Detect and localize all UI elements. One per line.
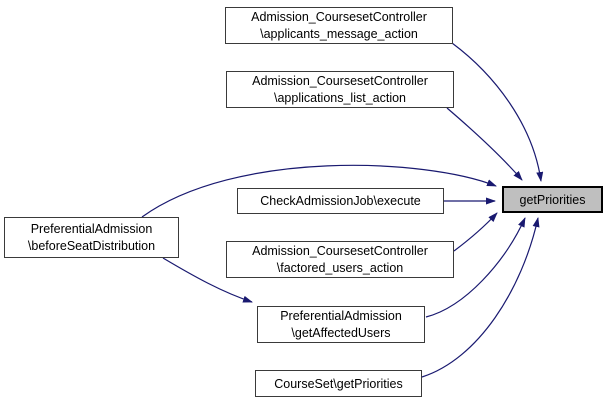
node-label-line: Admission_CoursesetController xyxy=(252,243,428,258)
node-get-priorities-highlighted: getPriorities xyxy=(502,186,603,213)
node-label-line: \beforeSeatDistribution xyxy=(27,238,156,253)
node-label-line: Admission_CoursesetController xyxy=(251,9,427,24)
edge-beforeseat-to-getpriorities xyxy=(141,164,497,218)
node-applicants-message-action[interactable]: Admission_CoursesetController \applicant… xyxy=(225,7,453,44)
edge-beforeseat-to-getaffectedusers xyxy=(162,257,253,303)
node-check-admission-job-execute[interactable]: CheckAdmissionJob\execute xyxy=(237,188,444,214)
node-label-line: CourseSet\getPriorities xyxy=(274,376,403,391)
node-label-line: PreferentialAdmission xyxy=(30,221,153,236)
node-label-line: PreferentialAdmission xyxy=(280,308,402,323)
node-courseset-get-priorities[interactable]: CourseSet\getPriorities xyxy=(255,370,422,397)
node-before-seat-distribution[interactable]: PreferentialAdmission \beforeSeatDistrib… xyxy=(4,217,179,258)
node-label-line: \factored_users_action xyxy=(276,260,404,275)
node-factored-users-action[interactable]: Admission_CoursesetController \factored_… xyxy=(226,241,454,278)
edge-getaffectedusers-to-getpriorities xyxy=(425,217,526,318)
node-applications-list-action[interactable]: Admission_CoursesetController \applicati… xyxy=(226,71,454,108)
edge-applications-list-to-getpriorities xyxy=(446,107,523,181)
node-label-line: getPriorities xyxy=(519,192,586,207)
edge-factored-users-to-getpriorities xyxy=(453,212,498,252)
edge-applicants-message-to-getpriorities xyxy=(451,42,544,182)
node-label-line: \getAffectedUsers xyxy=(291,325,391,340)
node-label-line: Admission_CoursesetController xyxy=(252,73,428,88)
edge-courseset-to-getpriorities xyxy=(421,217,540,378)
node-label-line: \applicants_message_action xyxy=(260,26,418,41)
node-get-affected-users[interactable]: PreferentialAdmission \getAffectedUsers xyxy=(257,306,425,343)
node-label-line: CheckAdmissionJob\execute xyxy=(260,194,421,208)
node-label-line: \applications_list_action xyxy=(273,90,407,105)
